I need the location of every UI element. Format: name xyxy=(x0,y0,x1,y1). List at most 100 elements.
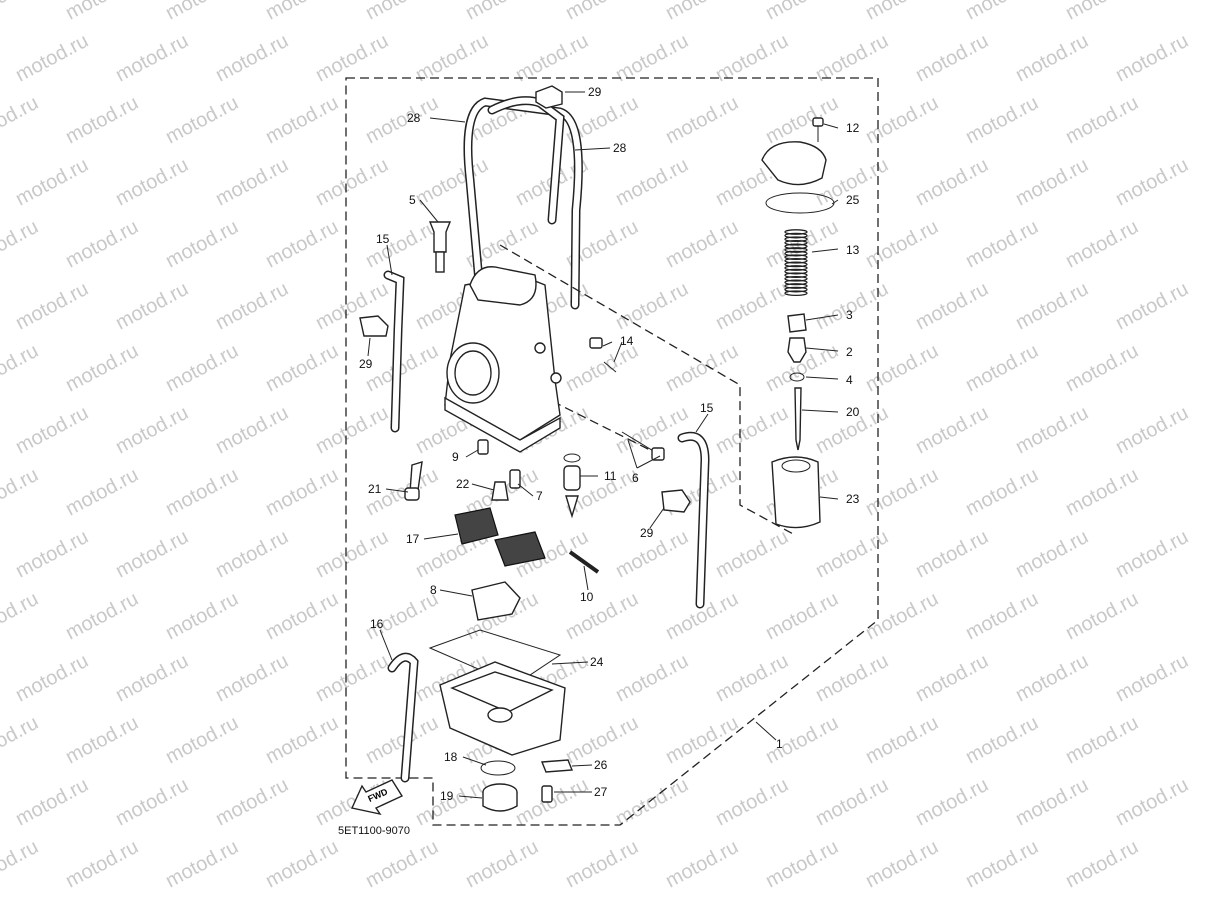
watermark-text: motod.ru xyxy=(712,402,792,458)
callout-24: 24 xyxy=(590,655,604,669)
watermark-text: motod.ru xyxy=(262,92,342,148)
spring-coil xyxy=(784,268,808,275)
watermark-text: motod.ru xyxy=(862,340,942,396)
clip-29-left xyxy=(359,315,389,337)
watermark-text: motod.ru xyxy=(262,464,342,520)
screw-9 xyxy=(477,439,489,455)
watermark-text: motod.ru xyxy=(212,526,292,582)
spring-coil xyxy=(784,243,808,250)
watermark-text: motod.ru xyxy=(662,340,742,396)
watermark-text: motod.ru xyxy=(612,774,692,830)
watermark-text: motod.ru xyxy=(1062,340,1142,396)
watermark-text: motod.ru xyxy=(1112,526,1192,582)
watermark-text: motod.ru xyxy=(962,340,1042,396)
watermark-text: motod.ru xyxy=(762,588,842,644)
callout-1: 1 xyxy=(776,737,783,751)
watermark-text: motod.ru xyxy=(162,92,242,148)
watermark-text: motod.ru xyxy=(112,30,192,86)
jet-22 xyxy=(491,481,509,501)
watermark-text: motod.ru xyxy=(712,774,792,830)
spring-coil xyxy=(784,247,808,253)
plug-19 xyxy=(482,783,518,812)
callout-21: 21 xyxy=(368,482,382,496)
throttle-valve-bore xyxy=(781,459,811,473)
watermark-text: motod.ru xyxy=(112,154,192,210)
watermark-text: motod.ru xyxy=(812,526,892,582)
watermark-text: motod.ru xyxy=(862,216,942,272)
watermark-text: motod.ru xyxy=(962,92,1042,148)
callout-25: 25 xyxy=(846,193,860,207)
watermark-text: motod.ru xyxy=(1012,278,1092,334)
float-bowl xyxy=(439,661,566,756)
watermark-text: motod.ru xyxy=(112,402,192,458)
callout-29-left: 29 xyxy=(359,357,373,371)
spring-coil xyxy=(784,254,808,261)
watermark-text: motod.ru xyxy=(812,278,892,334)
callout-15-left: 15 xyxy=(376,232,390,246)
spring-coil xyxy=(784,279,808,286)
watermark-text: motod.ru xyxy=(312,526,392,582)
hose-16 xyxy=(387,652,419,783)
watermark-text: motod.ru xyxy=(612,278,692,334)
watermark-text: motod.ru xyxy=(62,588,142,644)
watermark-text: motod.ru xyxy=(862,92,942,148)
watermark-text: motod.ru xyxy=(262,836,342,892)
watermark-text: motod.ru xyxy=(762,836,842,892)
watermark-text: motod.ru xyxy=(462,0,542,24)
watermark-text: motod.ru xyxy=(562,588,642,644)
watermark-text: motod.ru xyxy=(262,712,342,768)
part-21 xyxy=(404,461,423,501)
watermark-text: motod.ru xyxy=(1112,278,1192,334)
callout-23: 23 xyxy=(846,492,860,506)
watermark-text: motod.ru xyxy=(162,216,242,272)
callout-numbers: 1 2 3 4 5 6 7 8 9 10 11 12 13 14 15 15 1… xyxy=(359,85,860,803)
watermark-text: motod.ru xyxy=(0,340,42,396)
watermark-text: motod.ru xyxy=(212,650,292,706)
watermark-text: motod.ru xyxy=(962,712,1042,768)
watermark-text: motod.ru xyxy=(912,278,992,334)
spring-coil xyxy=(784,286,808,293)
watermark-text: motod.ru xyxy=(712,278,792,334)
watermark-text: motod.ru xyxy=(212,774,292,830)
screw-6 xyxy=(621,431,665,461)
callout-11: 11 xyxy=(604,469,617,483)
callout-7: 7 xyxy=(536,489,543,503)
watermark-text: motod.ru xyxy=(612,154,692,210)
watermark-text: motod.ru xyxy=(712,526,792,582)
watermark-text: motod.ru xyxy=(762,92,842,148)
watermark-text: motod.ru xyxy=(662,92,742,148)
watermark-text: motod.ru xyxy=(0,836,42,892)
watermark-text: motod.ru xyxy=(962,0,1042,24)
watermark-text: motod.ru xyxy=(862,712,942,768)
watermark-text: motod.ru xyxy=(162,588,242,644)
callout-16: 16 xyxy=(370,617,384,631)
watermark-text: motod.ru xyxy=(12,402,92,458)
watermark-text: motod.ru xyxy=(362,836,442,892)
callout-29-right: 29 xyxy=(640,526,654,540)
throttle-valve-23 xyxy=(771,456,821,529)
watermark-text: motod.ru xyxy=(12,526,92,582)
watermark-text: motod.ru xyxy=(1012,30,1092,86)
callout-2: 2 xyxy=(846,345,853,359)
spring-coil xyxy=(784,250,808,257)
watermark-text: motod.ru xyxy=(0,464,42,520)
watermark-text: motod.ru xyxy=(962,464,1042,520)
watermark-text: motod.ru xyxy=(1112,650,1192,706)
callout-8: 8 xyxy=(430,583,437,597)
watermark-text: motod.ru xyxy=(12,650,92,706)
watermark-text: motod.ru xyxy=(112,650,192,706)
spring-coil xyxy=(784,261,808,268)
bracket-26 xyxy=(540,759,574,773)
watermark-text: motod.ru xyxy=(662,836,742,892)
watermark-text: motod.ru xyxy=(162,464,242,520)
spring-coil xyxy=(784,229,808,235)
fitting-5 xyxy=(428,221,452,273)
watermark-text: motod.ru xyxy=(62,464,142,520)
callout-19: 19 xyxy=(440,789,454,803)
watermark-text: motod.ru xyxy=(162,836,242,892)
callout-29-top: 29 xyxy=(588,85,602,99)
cover-plate xyxy=(761,141,827,186)
spring-coil xyxy=(784,272,808,279)
watermark-text: motod.ru xyxy=(412,154,492,210)
watermark-text: motod.ru xyxy=(162,340,242,396)
